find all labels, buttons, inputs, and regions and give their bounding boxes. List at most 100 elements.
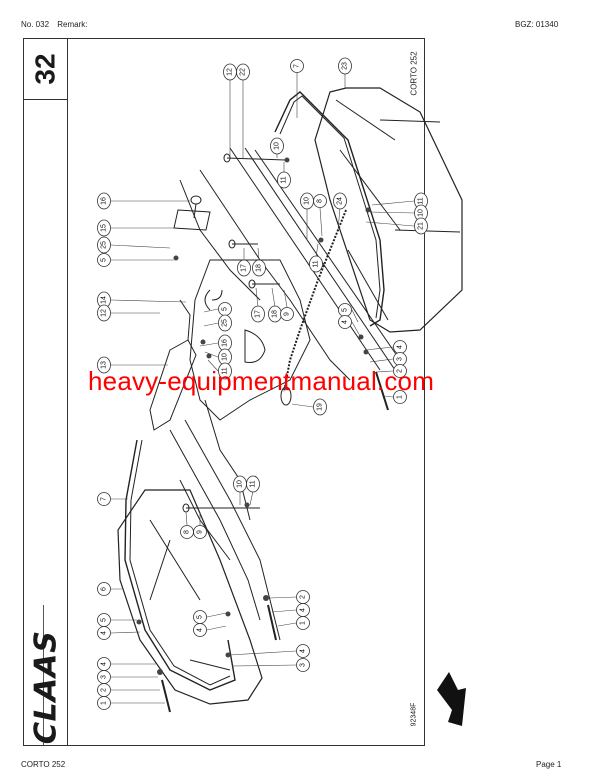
- callout-label: 5: [342, 308, 349, 312]
- callout-label: 5: [101, 618, 108, 622]
- callout-label: 12: [227, 68, 234, 76]
- callout-18: 18: [268, 305, 282, 323]
- callout-1: 1: [296, 616, 310, 630]
- callout-5: 5: [97, 613, 111, 627]
- callout-4: 4: [193, 623, 207, 637]
- callout-label: 11: [281, 176, 288, 183]
- callout-2: 2: [393, 364, 407, 378]
- callout-8: 8: [180, 525, 194, 539]
- callout-label: 12: [101, 309, 108, 317]
- callout-label: 2: [101, 688, 108, 692]
- callout-17: 17: [251, 305, 265, 323]
- callout-label: 9: [197, 530, 204, 534]
- arrow-down-right-icon: [437, 672, 466, 726]
- callout-label: 17: [255, 310, 262, 318]
- leader-lines: [110, 73, 415, 704]
- callout-label: 5: [222, 307, 229, 311]
- callout-label: 8: [184, 530, 191, 534]
- callout-label: 2: [397, 369, 404, 373]
- linework: [117, 87, 463, 713]
- callout-11: 11: [246, 475, 260, 493]
- callout-11: 11: [309, 255, 323, 273]
- drawing-frame: 32 CLAAS CORTO 252 92348F: [23, 38, 425, 748]
- callout-19: 19: [313, 398, 327, 416]
- callout-label: 9: [284, 312, 291, 316]
- callout-5: 5: [97, 253, 111, 267]
- callout-2: 2: [296, 590, 310, 604]
- callout-label: 15: [101, 224, 108, 232]
- callout-label: 3: [397, 357, 404, 361]
- catalog-number: No. 032: [21, 20, 50, 29]
- callout-14: 14: [97, 291, 111, 309]
- callout-25: 25: [218, 314, 232, 332]
- callout-label: 8: [317, 199, 324, 203]
- callout-label: 14: [101, 296, 108, 304]
- callout-label: 13: [101, 361, 108, 369]
- callout-9: 9: [280, 307, 294, 321]
- callout-label: 4: [101, 631, 108, 635]
- callout-10: 10: [233, 475, 247, 493]
- callout-label: 25: [222, 319, 229, 327]
- callout-3: 3: [97, 670, 111, 684]
- callout-label: 17: [241, 264, 248, 272]
- callout-label: 22: [240, 68, 247, 76]
- callout-label: 3: [300, 663, 307, 667]
- callout-label: 1: [300, 621, 307, 625]
- callout-12: 12: [97, 304, 111, 322]
- callout-label: 10: [418, 209, 425, 217]
- callout-label: 23: [342, 62, 349, 70]
- callout-label: 7: [294, 64, 301, 68]
- callout-13: 13: [97, 356, 111, 374]
- callout-18: 18: [252, 259, 266, 277]
- callout-10: 10: [300, 192, 314, 210]
- callout-label: 4: [397, 345, 404, 349]
- callout-4: 4: [296, 644, 310, 658]
- callout-label: 18: [272, 310, 279, 318]
- callout-5: 5: [218, 302, 232, 316]
- callout-label: 19: [317, 403, 324, 411]
- callout-label: 11: [418, 197, 425, 204]
- callout-9: 9: [193, 525, 207, 539]
- callout-4: 4: [338, 315, 352, 329]
- callout-24: 24: [333, 192, 347, 210]
- callout-label: 4: [300, 649, 307, 653]
- callout-3: 3: [296, 658, 310, 672]
- callout-4: 4: [393, 340, 407, 354]
- callout-label: 5: [197, 615, 204, 619]
- callout-2: 2: [97, 683, 111, 697]
- callout-label: 11: [250, 480, 257, 487]
- callout-15: 15: [97, 219, 111, 237]
- callout-label: 11: [313, 260, 320, 267]
- callout-8: 8: [313, 194, 327, 208]
- footer-model: CORTO 252: [21, 760, 66, 769]
- callout-label: 10: [222, 353, 229, 361]
- callout-3: 3: [393, 352, 407, 366]
- callout-label: 4: [342, 320, 349, 324]
- callout-label: 16: [101, 197, 108, 205]
- callout-label: 18: [256, 264, 263, 272]
- callout-25: 25: [97, 236, 111, 254]
- callout-label: 4: [300, 608, 307, 612]
- callout-5: 5: [193, 610, 207, 624]
- callout-label: 1: [397, 395, 404, 399]
- callout-label: 7: [101, 497, 108, 501]
- callout-23: 23: [338, 57, 352, 75]
- callout-4: 4: [97, 626, 111, 640]
- callout-label: 3: [101, 675, 108, 679]
- callout-4: 4: [97, 657, 111, 671]
- callout-label: 16: [222, 339, 229, 347]
- callout-10: 10: [270, 137, 284, 155]
- callout-1: 1: [97, 696, 111, 710]
- callout-12: 12: [223, 63, 237, 81]
- callout-label: 24: [337, 197, 344, 205]
- callout-label: 25: [101, 241, 108, 249]
- callout-label: 1: [101, 701, 108, 705]
- callout-11: 11: [277, 171, 291, 189]
- page-header-left: No. 032 Remark:: [21, 20, 88, 29]
- footer-page: Page 1: [536, 760, 562, 769]
- callout-label: 21: [418, 222, 425, 230]
- callout-16: 16: [97, 192, 111, 210]
- callout-label: 10: [304, 197, 311, 205]
